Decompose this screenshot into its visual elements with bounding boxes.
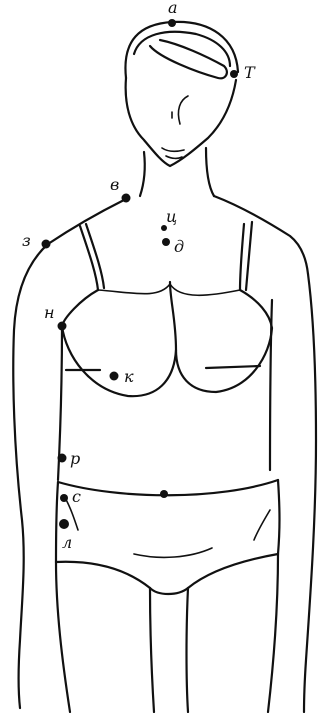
point-labels: а Т в ц д з н к р с л xyxy=(22,0,256,552)
label-t: Т xyxy=(244,63,256,82)
label-d: д xyxy=(174,237,184,256)
label-ts: ц xyxy=(166,207,177,226)
label-z: з xyxy=(22,231,31,250)
point-t xyxy=(230,70,238,78)
label-s: с xyxy=(72,487,81,506)
point-z xyxy=(42,240,51,249)
point-d xyxy=(162,238,170,246)
point-v xyxy=(122,194,131,203)
label-v: в xyxy=(110,175,119,194)
body-outline xyxy=(13,22,316,712)
label-n: н xyxy=(44,303,55,322)
point-a xyxy=(168,19,176,27)
point-l xyxy=(59,519,69,529)
point-r xyxy=(58,454,67,463)
label-r: р xyxy=(70,449,80,468)
point-s xyxy=(60,494,68,502)
point-navel xyxy=(160,490,168,498)
point-k xyxy=(110,372,119,381)
label-k: к xyxy=(124,367,134,386)
label-a: а xyxy=(168,0,178,17)
label-l: л xyxy=(62,533,72,552)
point-n xyxy=(58,322,67,331)
